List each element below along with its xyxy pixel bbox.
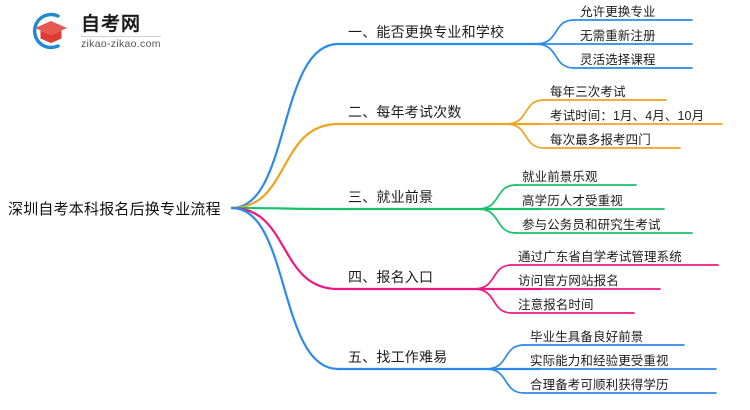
sub-node-2-1[interactable]: 每年三次考试 [550, 85, 626, 99]
sub-node-1-2[interactable]: 无需重新注册 [580, 29, 656, 43]
root-node-label[interactable]: 深圳自考本科报名后换专业流程 [8, 201, 221, 218]
sub-node-4-2[interactable]: 访问官方网站报名 [518, 274, 619, 288]
sub-node-3-1[interactable]: 就业前景乐观 [522, 170, 598, 184]
site-logo: 自考网 zikao-zikao.com [28, 10, 161, 52]
sub-node-4-3[interactable]: 注意报名时间 [518, 298, 594, 312]
sub-node-5-1[interactable]: 毕业生具备良好前景 [530, 330, 644, 344]
branch-label-3[interactable]: 三、就业前景 [348, 189, 434, 205]
sub-node-2-3[interactable]: 每次最多报考四门 [550, 133, 651, 147]
sub-node-4-1[interactable]: 通过广东省自学考试管理系统 [518, 250, 682, 264]
sub-node-3-2[interactable]: 高学历人才受重视 [522, 194, 623, 208]
branch-label-4[interactable]: 四、报名入口 [348, 269, 434, 285]
logo-title: 自考网 [81, 13, 142, 35]
branch-label-2[interactable]: 二、每年考试次数 [348, 104, 462, 120]
sub-node-1-1[interactable]: 允许更换专业 [580, 5, 656, 19]
sub-node-5-3[interactable]: 合理备考可顺利获得学历 [530, 378, 669, 392]
sub-node-1-3[interactable]: 灵活选择课程 [580, 53, 656, 67]
sub-node-2-2[interactable]: 考试时间：1月、4月、10月 [550, 109, 705, 123]
logo-subtitle: zikao-zikao.com [81, 36, 161, 51]
logo-text: 自考网 zikao-zikao.com [81, 12, 161, 51]
branch-label-1[interactable]: 一、能否更换专业和学校 [348, 24, 505, 40]
branch-label-5[interactable]: 五、找工作难易 [348, 349, 448, 365]
sub-node-5-2[interactable]: 实际能力和经验更受重视 [530, 354, 669, 368]
graduation-cap-logo-icon [28, 10, 74, 52]
sub-node-3-3[interactable]: 参与公务员和研究生考试 [522, 218, 661, 232]
